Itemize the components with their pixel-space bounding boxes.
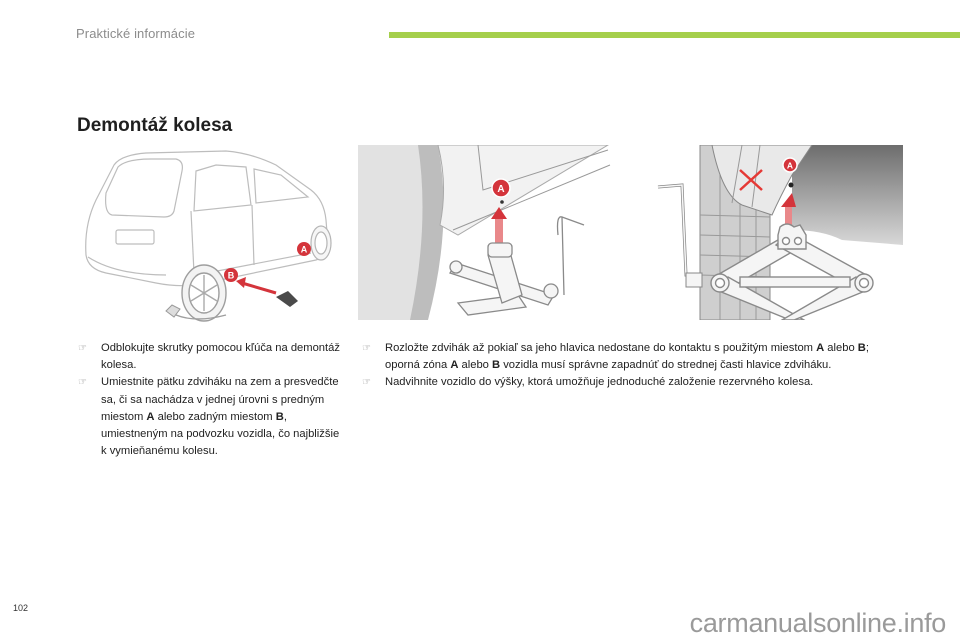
marker-a-icon: A	[782, 157, 798, 173]
svg-text:A: A	[497, 184, 504, 195]
page-title: Demontáž kolesa	[77, 115, 233, 136]
instruction-item: ☞ Nadvihnite vozidlo do výšky, ktorá umo…	[362, 374, 902, 391]
instruction-text: Odblokujte skrutky pomocou kľúča na demo…	[101, 342, 340, 372]
jack-closeup-illustration: A	[642, 145, 903, 320]
instruction-text: ; oporná zóna	[385, 342, 869, 372]
car-jack-points-illustration: A B	[76, 145, 338, 325]
point-b-label: B	[492, 359, 501, 372]
instruction-text: Umiestnite pätku zdviháku na zem a presv…	[101, 376, 339, 423]
instruction-text: Rozložte zdvihák až pokiaľ sa jeho hlavi…	[385, 342, 817, 354]
instruction-item: ☞ Rozložte zdvihák až pokiaľ sa jeho hla…	[362, 340, 902, 374]
pointing-hand-icon: ☞	[362, 377, 371, 389]
pointing-hand-icon: ☞	[78, 377, 87, 389]
instructions-right: ☞ Rozložte zdvihák až pokiaľ sa jeho hla…	[362, 340, 902, 392]
instruction-text: alebo	[458, 359, 492, 372]
svg-text:A: A	[301, 245, 308, 255]
point-b-label: B	[857, 342, 866, 354]
marker-a-icon: A	[297, 242, 311, 256]
svg-text:B: B	[228, 271, 235, 281]
marker-a-icon: A	[491, 178, 511, 198]
instruction-text: vozidla musí správne zapadnúť do stredne…	[500, 359, 832, 372]
instructions-left: ☞ Odblokujte skrutky pomocou kľúča na de…	[78, 340, 343, 460]
section-label: Praktické informácie	[76, 26, 196, 41]
pointing-hand-icon: ☞	[78, 343, 87, 354]
instruction-item: ☞ Odblokujte skrutky pomocou kľúča na de…	[78, 340, 343, 374]
jack-side-illustration: A	[358, 145, 619, 320]
point-a-label: A	[450, 359, 459, 372]
point-b-label: B	[275, 410, 284, 423]
header-accent-bar	[389, 32, 960, 38]
svg-text:A: A	[787, 161, 793, 171]
pointing-hand-icon: ☞	[362, 343, 371, 354]
page-number: 102	[13, 603, 29, 613]
instruction-text: , umiestneným na podvozku vozidla, čo na…	[101, 410, 340, 458]
instruction-item: ☞ Umiestnite pätku zdviháku na zem a pre…	[78, 374, 343, 460]
instruction-text: Nadvihnite vozidlo do výšky, ktorá umožň…	[385, 376, 814, 389]
instruction-text: alebo zadným miestom	[154, 410, 276, 423]
marker-b-icon: B	[224, 268, 238, 282]
instruction-text: alebo	[824, 342, 858, 354]
point-a-label: A	[816, 342, 825, 354]
point-a-label: A	[146, 410, 155, 423]
watermark: carmanualsonline.info	[689, 608, 947, 638]
